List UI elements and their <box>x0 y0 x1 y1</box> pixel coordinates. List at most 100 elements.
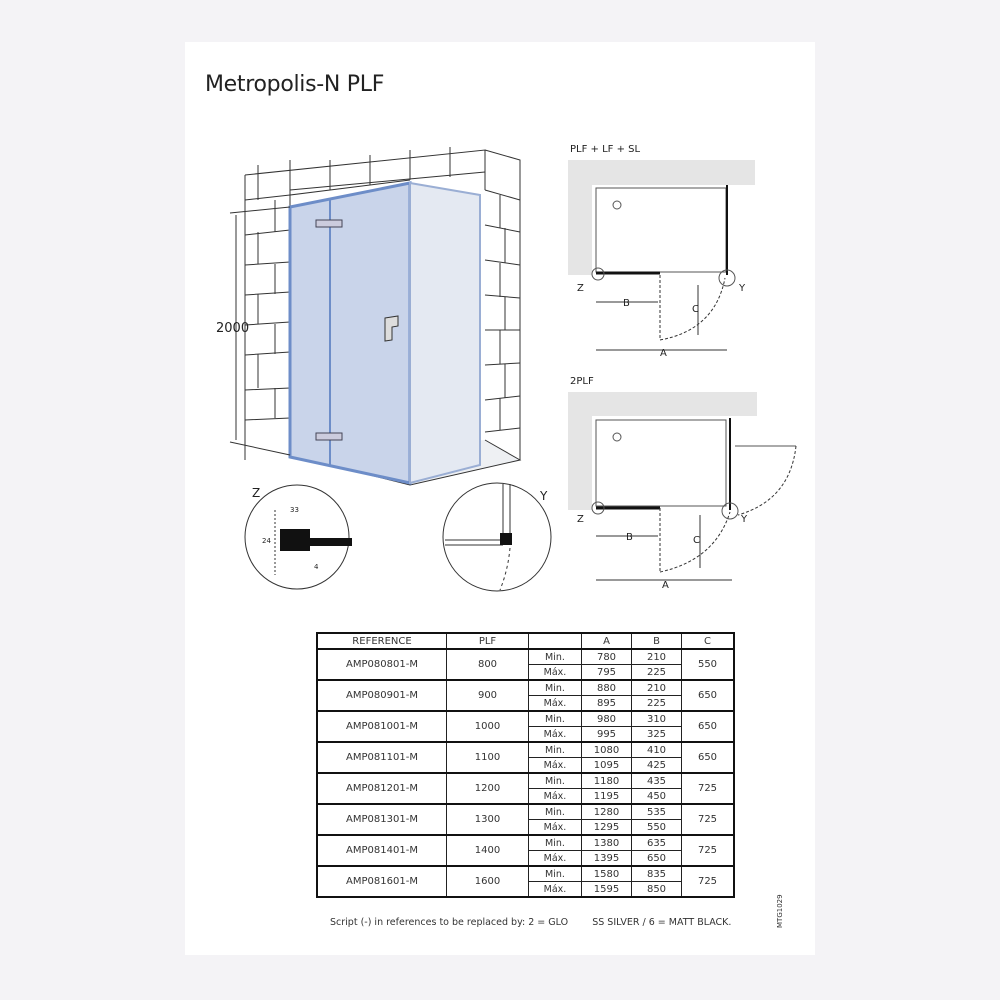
a-max-cell: 995 <box>581 726 632 743</box>
a-min-cell: 880 <box>581 679 632 696</box>
min-label: Min. <box>528 865 582 882</box>
footnote: Script (-) in references to be replaced … <box>330 917 732 928</box>
b-max-cell: 225 <box>631 695 682 712</box>
max-label: Máx. <box>528 819 582 836</box>
reference-cell: AMP081401-M <box>316 834 447 867</box>
reference-cell: AMP081101-M <box>316 741 447 774</box>
min-label: Min. <box>528 710 582 727</box>
svg-text:B: B <box>623 298 630 309</box>
svg-text:Y: Y <box>740 514 748 525</box>
svg-text:Z: Z <box>252 486 260 500</box>
svg-text:2PLF: 2PLF <box>570 376 594 387</box>
b-min-cell: 310 <box>631 710 682 727</box>
svg-text:C: C <box>692 304 699 315</box>
b-min-cell: 210 <box>631 679 682 696</box>
min-label: Min. <box>528 741 582 758</box>
header-c: C <box>681 632 735 650</box>
a-min-cell: 1180 <box>581 772 632 789</box>
plf-cell: 1000 <box>446 710 529 743</box>
reference-cell: AMP081201-M <box>316 772 447 805</box>
svg-text:C: C <box>693 535 700 546</box>
plf-cell: 800 <box>446 648 529 681</box>
svg-text:Z: Z <box>577 283 584 294</box>
c-cell: 650 <box>681 741 735 774</box>
svg-text:A: A <box>662 580 669 591</box>
reference-cell: AMP081001-M <box>316 710 447 743</box>
hinge-icon <box>315 432 343 441</box>
b-max-cell: 850 <box>631 881 682 898</box>
header-a: A <box>581 632 632 650</box>
glass-side-panel <box>409 181 481 485</box>
svg-text:Y: Y <box>539 489 548 503</box>
height-label: 2000 <box>216 321 249 336</box>
header-plf: PLF <box>446 632 529 650</box>
height-dimension <box>229 206 291 456</box>
b-max-cell: 550 <box>631 819 682 836</box>
c-cell: 725 <box>681 803 735 836</box>
reference-cell: AMP081601-M <box>316 865 447 898</box>
page-title: Metropolis-N PLF <box>205 72 385 97</box>
plf-cell: 900 <box>446 679 529 712</box>
reference-cell: AMP080801-M <box>316 648 447 681</box>
max-label: Máx. <box>528 788 582 805</box>
tiled-wall <box>244 147 521 460</box>
min-label: Min. <box>528 803 582 820</box>
c-cell: 650 <box>681 710 735 743</box>
max-label: Máx. <box>528 695 582 712</box>
max-label: Máx. <box>528 664 582 681</box>
c-cell: 725 <box>681 834 735 867</box>
plan-2plf: 2PLF Z Y B C A <box>568 376 797 591</box>
c-cell: 550 <box>681 648 735 681</box>
plf-cell: 1100 <box>446 741 529 774</box>
b-max-cell: 325 <box>631 726 682 743</box>
hinge-icon <box>315 219 343 228</box>
a-min-cell: 980 <box>581 710 632 727</box>
a-min-cell: 1380 <box>581 834 632 851</box>
c-cell: 725 <box>681 865 735 898</box>
max-label: Máx. <box>528 850 582 867</box>
max-label: Máx. <box>528 757 582 774</box>
b-min-cell: 535 <box>631 803 682 820</box>
b-min-cell: 410 <box>631 741 682 758</box>
c-cell: 725 <box>681 772 735 805</box>
a-max-cell: 1095 <box>581 757 632 774</box>
a-min-cell: 780 <box>581 648 632 665</box>
a-max-cell: 1395 <box>581 850 632 867</box>
max-label: Máx. <box>528 881 582 898</box>
c-cell: 650 <box>681 679 735 712</box>
b-max-cell: 225 <box>631 664 682 681</box>
plf-cell: 1400 <box>446 834 529 867</box>
min-label: Min. <box>528 648 582 665</box>
detail-y: Y <box>442 482 552 592</box>
svg-text:24: 24 <box>262 537 271 545</box>
plf-cell: 1600 <box>446 865 529 898</box>
b-max-cell: 450 <box>631 788 682 805</box>
svg-text:33: 33 <box>290 506 299 514</box>
a-max-cell: 895 <box>581 695 632 712</box>
plan-plf-lf-sl: PLF + LF + SL Z Y B C A <box>568 144 755 359</box>
detail-z: Z 33 24 4 <box>244 484 352 590</box>
a-min-cell: 1080 <box>581 741 632 758</box>
b-min-cell: 435 <box>631 772 682 789</box>
min-label: Min. <box>528 772 582 789</box>
max-label: Máx. <box>528 726 582 743</box>
min-label: Min. <box>528 679 582 696</box>
header-reference: REFERENCE <box>316 632 447 650</box>
a-max-cell: 1195 <box>581 788 632 805</box>
a-max-cell: 1295 <box>581 819 632 836</box>
header-minmax <box>528 632 582 650</box>
